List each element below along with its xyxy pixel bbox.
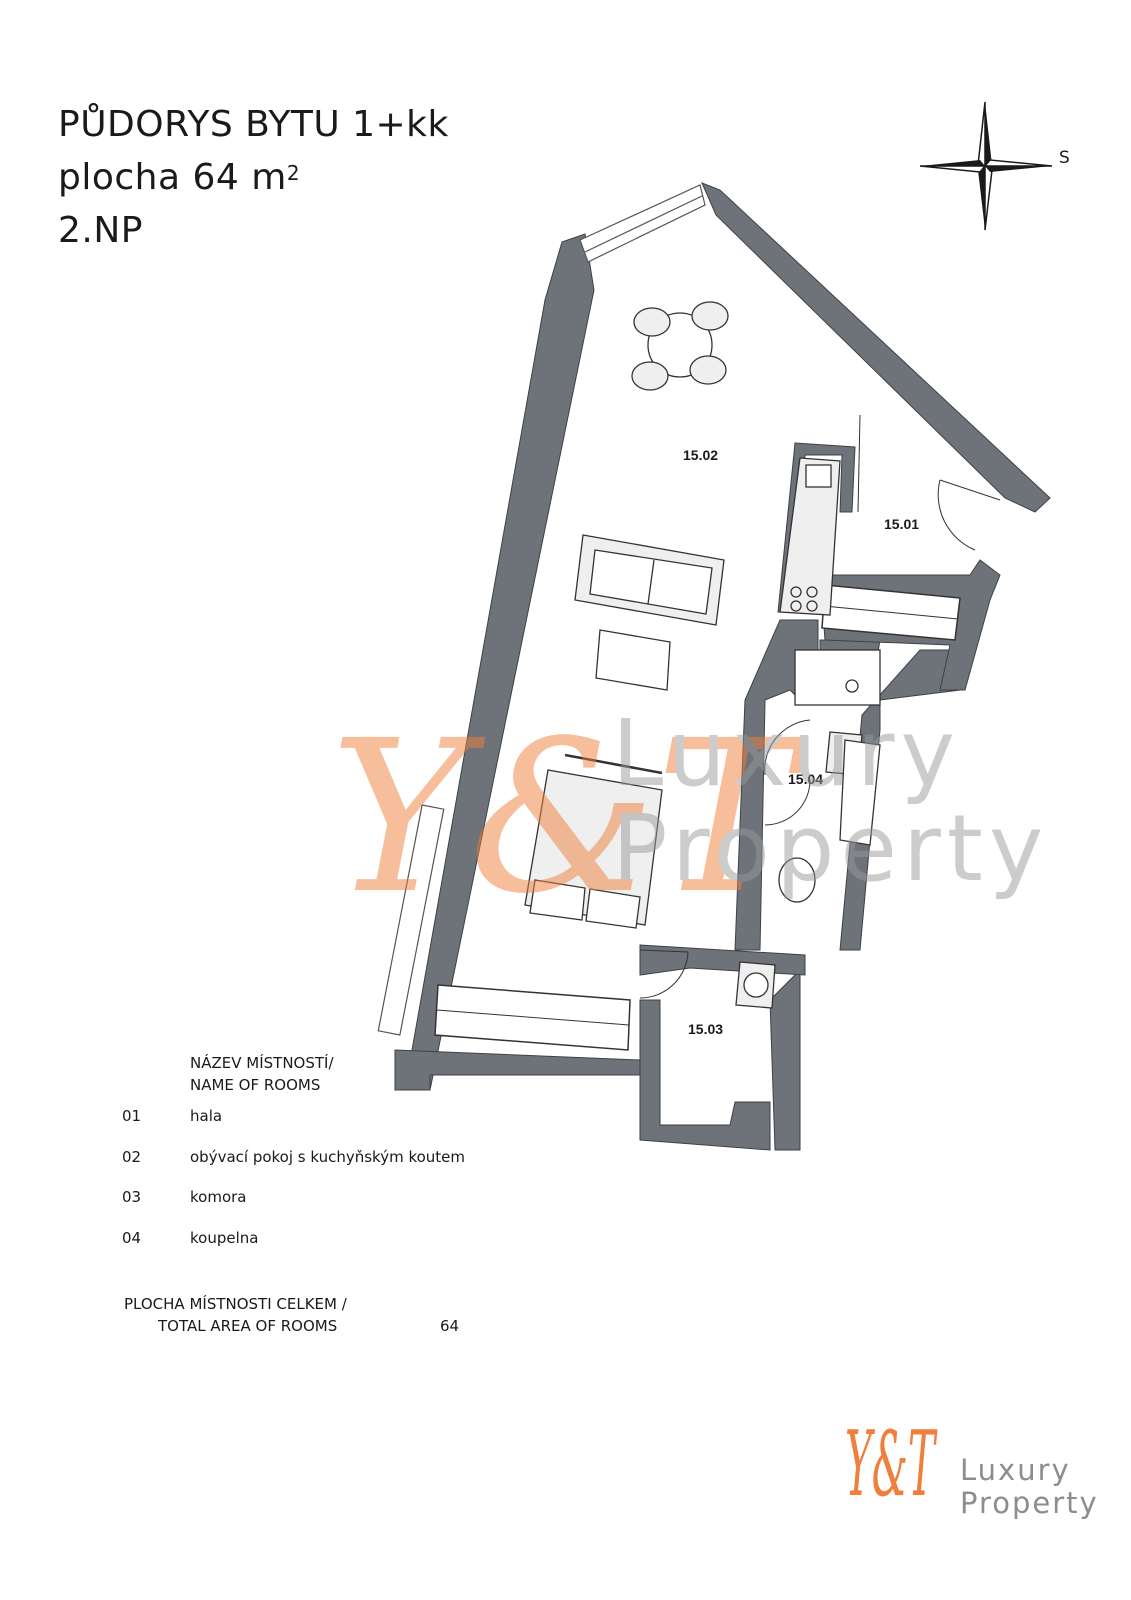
wardrobe-bottom bbox=[434, 984, 631, 1051]
legend-header: NÁZEV MÍSTNOSTÍ/ NAME OF ROOMS bbox=[190, 1052, 334, 1096]
area-text: plocha 64 m bbox=[58, 157, 287, 198]
window-top bbox=[579, 184, 706, 263]
compass-icon bbox=[919, 101, 1053, 231]
coffee-table bbox=[595, 629, 671, 691]
logo-line1: Luxury bbox=[960, 1453, 1071, 1487]
bathroom-fixtures bbox=[735, 649, 881, 1009]
total-area-value: 64 bbox=[440, 1317, 460, 1335]
bed bbox=[524, 753, 663, 929]
watermark-line1: Luxury bbox=[612, 700, 961, 807]
legend-room-name: hala bbox=[190, 1107, 223, 1125]
legend-header-line2: NAME OF ROOMS bbox=[190, 1076, 321, 1094]
left-window bbox=[377, 804, 445, 1036]
kitchen-counter bbox=[779, 457, 841, 616]
legend-room-name: koupelna bbox=[190, 1229, 259, 1247]
compass-label: S bbox=[1059, 148, 1070, 168]
wardrobe-hall bbox=[821, 584, 961, 641]
sofa bbox=[574, 534, 725, 626]
watermark-monogram: Y&T bbox=[330, 695, 809, 940]
watermark: Y&T Luxury Property bbox=[330, 695, 1049, 940]
room-label-1501: 15.01 bbox=[884, 516, 919, 532]
legend-row: 01 hala bbox=[122, 1107, 222, 1125]
company-logo: Luxury Property bbox=[960, 1454, 1099, 1520]
door-swings bbox=[639, 414, 1001, 999]
page-title: PŮDORYS BYTU 1+kk plocha 64 m2 2.NP bbox=[58, 98, 449, 257]
area-unit-superscript: 2 bbox=[286, 161, 301, 185]
legend-num: 02 bbox=[122, 1148, 142, 1166]
title-line-layout: PŮDORYS BYTU 1+kk bbox=[58, 104, 449, 145]
room-label-1502: 15.02 bbox=[683, 447, 718, 463]
watermark-line2: Property bbox=[612, 795, 1049, 902]
logo-monogram: Y&T bbox=[845, 1412, 938, 1517]
legend-num: 04 bbox=[122, 1229, 142, 1247]
legend-header-line1: NÁZEV MÍSTNOSTÍ/ bbox=[190, 1054, 334, 1072]
total-area: PLOCHA MÍSTNOSTI CELKEM / TOTAL AREA OF … bbox=[124, 1293, 459, 1337]
legend-room-name: komora bbox=[190, 1188, 247, 1206]
legend-row: 04 koupelna bbox=[122, 1229, 258, 1247]
total-label-line2: TOTAL AREA OF ROOMS bbox=[158, 1317, 338, 1335]
legend-room-name: obývací pokoj s kuchyňským koutem bbox=[190, 1148, 466, 1166]
title-line-area: plocha 64 m2 bbox=[58, 151, 449, 204]
legend-num: 03 bbox=[122, 1188, 142, 1206]
legend-row: 03 komora bbox=[122, 1188, 246, 1206]
logo-line2: Property bbox=[960, 1486, 1099, 1520]
legend-row: 02 obývací pokoj s kuchyňským koutem bbox=[122, 1148, 465, 1166]
room-label-1503: 15.03 bbox=[688, 1021, 723, 1037]
total-label-line1: PLOCHA MÍSTNOSTI CELKEM / bbox=[124, 1295, 347, 1313]
dining-set bbox=[631, 301, 729, 391]
title-line-floor: 2.NP bbox=[58, 210, 143, 251]
room-label-1504: 15.04 bbox=[788, 771, 823, 787]
legend-num: 01 bbox=[122, 1107, 142, 1125]
